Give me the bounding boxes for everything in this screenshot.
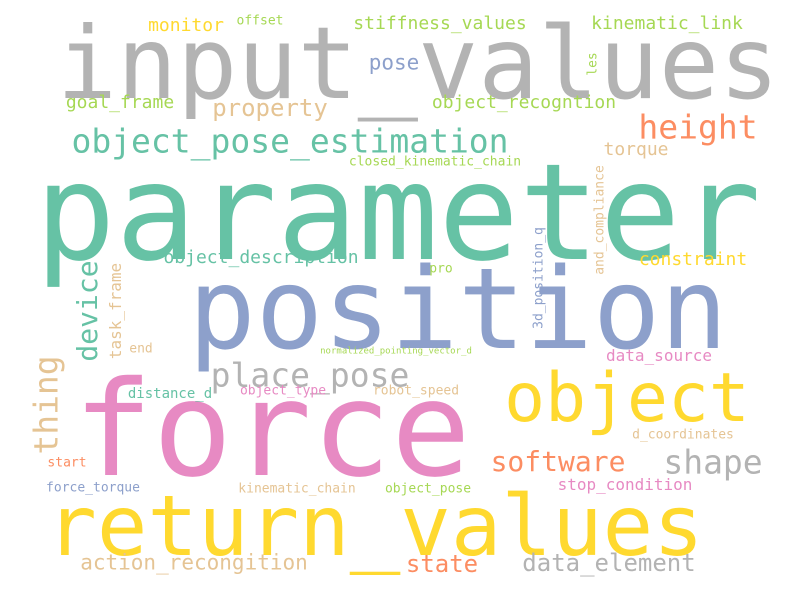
word-position: position [188, 245, 728, 375]
word-task-frame: task_frame [106, 262, 125, 360]
word-action-recongition: action_recongition [80, 550, 308, 575]
word-stop-condition: stop_condition [557, 475, 693, 494]
word-3d-position-q: 3d_position_q [531, 227, 547, 329]
word-offset: offset [236, 13, 284, 29]
word-start: start [47, 455, 87, 471]
word-end: end [129, 341, 153, 357]
word-object-recogntion: object_recogntion [431, 92, 617, 113]
word-object-description: object_description [163, 247, 359, 268]
word-d-coordinates: d_coordinates [632, 427, 734, 443]
word-force: force [73, 353, 471, 507]
word-torque: torque [603, 139, 669, 160]
word-closed-kinematic-chain: closed_kinematic_chain [348, 154, 522, 170]
word-and-compliance: and_compliance [592, 165, 608, 275]
word-kinematic-link: kinematic_link [591, 13, 743, 34]
word-property: property [212, 94, 328, 122]
word-input-values: input_values [56, 5, 780, 122]
word-distance-d: distance_d [127, 386, 213, 402]
word-thing: thing [26, 355, 66, 455]
word-force-torque: force_torque [46, 480, 140, 496]
word-object-type: object_type [239, 383, 327, 399]
word-state: state [405, 550, 479, 578]
word-return-values: return_values [46, 477, 704, 575]
word-data-element: data_element [522, 549, 696, 577]
word-constraint: constraint [638, 249, 748, 270]
word-monitor: monitor [148, 15, 224, 36]
word-height: height [638, 107, 758, 147]
word-les: les [585, 52, 601, 76]
word-pose: pose [368, 50, 420, 75]
word-software: software [490, 445, 626, 478]
word-data-source: data_source [606, 346, 712, 365]
word-parameter: parameter [34, 135, 762, 291]
word-stiffness-values: stiffness_values [353, 13, 527, 34]
word-place-pose: place_pose [210, 355, 410, 395]
word-normalized-pointing-vector-d: normalized_pointing_vector_d [320, 346, 472, 357]
word-object-pose-estimation: object_pose_estimation [71, 121, 509, 161]
word-robot-speed: robot_speed [372, 383, 460, 399]
word-device: device [71, 260, 104, 362]
word-object: object [504, 359, 750, 438]
word-pro: pro [429, 261, 453, 277]
word-goal-frame: goal_frame [65, 92, 175, 113]
word-kinematic-chain: kinematic_chain [238, 481, 356, 497]
word-object-pose: object_pose [384, 481, 472, 497]
word-shape: shape [663, 442, 763, 482]
